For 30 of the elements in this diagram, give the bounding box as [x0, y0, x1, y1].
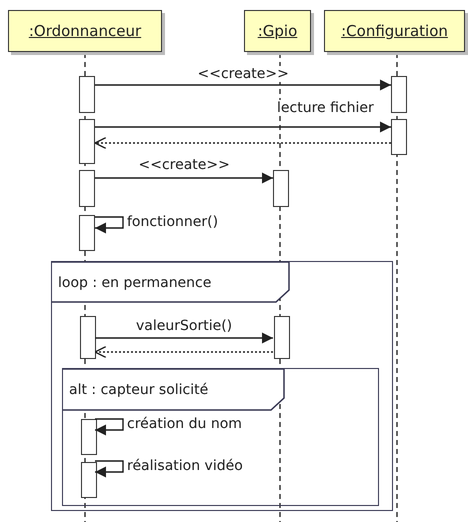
activation-bar	[79, 215, 95, 251]
fragment-header: alt : capteur solicité	[63, 369, 285, 411]
lifeline-head: :Configuration	[324, 10, 465, 52]
fragment-frame	[51, 261, 393, 511]
arrow	[95, 79, 391, 91]
activation-bar	[80, 316, 96, 359]
activation-bar	[81, 462, 97, 498]
activation-bar	[79, 119, 95, 164]
lifeline-head: :Gpio	[244, 10, 311, 52]
self-arrow	[95, 216, 124, 234]
activation-bar	[273, 170, 289, 207]
arrow	[95, 121, 391, 133]
activation-bar	[391, 76, 407, 113]
dashed-arrow	[94, 346, 273, 358]
activation-bar	[81, 419, 97, 455]
edge-label: <<create>>	[196, 66, 290, 82]
arrow	[95, 172, 273, 184]
activation-bar	[274, 316, 290, 359]
edge-label: valeurSortie()	[135, 318, 234, 334]
self-arrow	[95, 460, 124, 478]
edge-label: fonctionner()	[126, 214, 220, 230]
activation-bar	[391, 119, 407, 155]
arrow	[95, 332, 273, 344]
activation-bar	[79, 76, 95, 113]
fragment-header: loop : en permanence	[52, 262, 290, 303]
activation-bar	[79, 170, 95, 207]
self-arrow	[95, 418, 124, 436]
lifeline-head: :Ordonnanceur	[8, 10, 162, 52]
dashed-arrow	[94, 136, 391, 150]
fragment-frame	[62, 368, 379, 506]
